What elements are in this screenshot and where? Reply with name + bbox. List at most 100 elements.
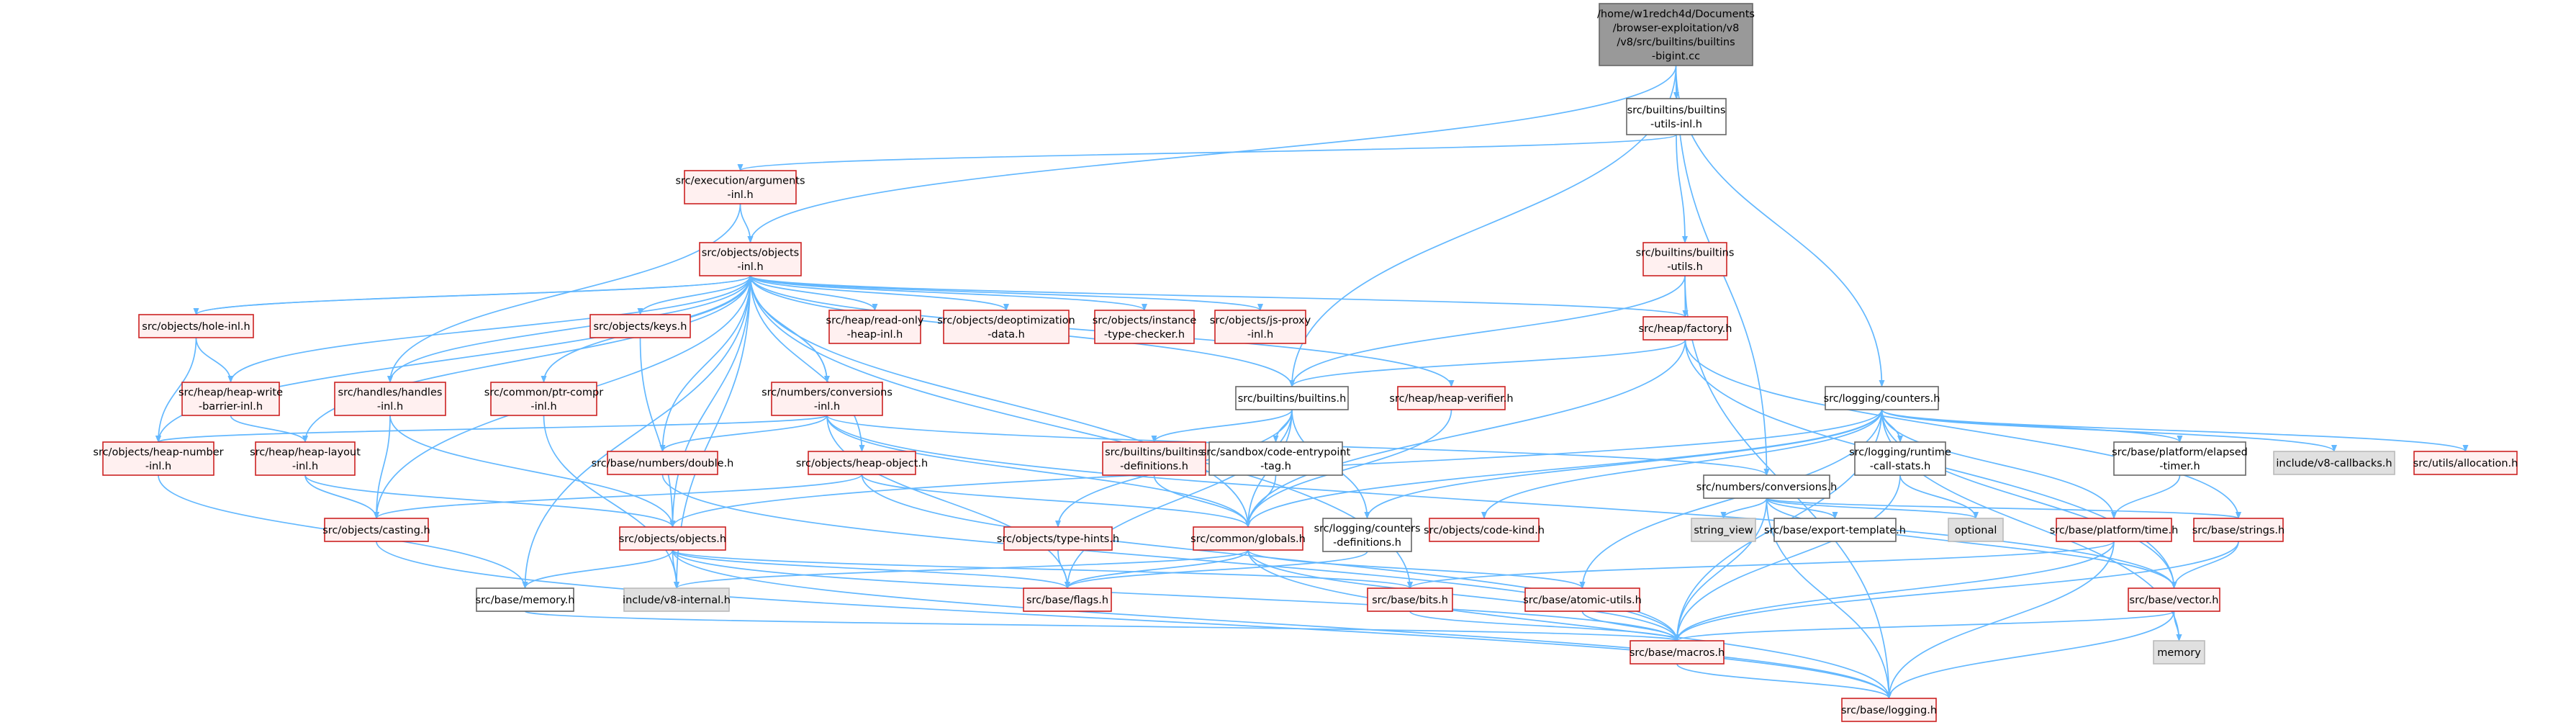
edge-vector-to-logging <box>1886 611 2175 699</box>
node-keys[interactable]: src/objects/keys.h <box>589 314 691 338</box>
node-hwb[interactable]: src/heap/heap-write-barrier-inl.h <box>178 382 283 416</box>
node-label-line: -timer.h <box>2159 461 2200 472</box>
node-heaplayout[interactable]: src/heap/heap-layout-inl.h <box>250 441 361 476</box>
node-heapnum[interactable]: src/objects/heap-number-inl.h <box>93 441 224 476</box>
node-numconv-inl[interactable]: src/numbers/conversions-inl.h <box>761 382 892 416</box>
node-heapobj[interactable]: src/objects/heap-object.h <box>796 451 928 475</box>
node-ptime[interactable]: src/base/platform/time.h <box>2050 518 2179 542</box>
edge-factory-to-strings <box>1684 339 2241 519</box>
node-bu-utils[interactable]: src/builtins/builtins-utils.h <box>1636 242 1735 276</box>
edge-obj-inl-to-readonly <box>749 275 878 311</box>
node-heapverif[interactable]: src/heap/heap-verifier.h <box>1389 386 1514 410</box>
node-deopt[interactable]: src/objects/deoptimization-data.h <box>937 310 1075 344</box>
node-label-line: src/sandbox/code-entrypoint <box>1201 446 1351 458</box>
edge-ptime-to-logging <box>1886 541 2115 699</box>
node-codekind[interactable]: src/objects/code-kind.h <box>1424 518 1545 542</box>
node-box <box>2056 518 2172 542</box>
edge-root-to-builtins-h <box>1289 65 1677 387</box>
node-label-line: -inl.h <box>377 401 403 413</box>
node-typehints[interactable]: src/objects/type-hints.h <box>997 526 1119 551</box>
node-box <box>324 518 429 542</box>
node-jsproxy[interactable]: src/objects/js-proxy-inl.h <box>1210 310 1311 344</box>
node-label-line: src/objects/objects.h <box>619 533 726 545</box>
edge-atomic-to-macros <box>1581 611 1680 641</box>
node-exptmpl[interactable]: src/base/export-template.h <box>1764 518 1906 542</box>
node-label-line: -inl.h <box>814 401 840 413</box>
edge-numconv-inl-to-vector <box>826 415 2177 589</box>
edge-obj-inl-to-objects-h <box>669 275 751 528</box>
node-root[interactable]: /home/w1redch4d/Documents/browser-exploi… <box>1597 3 1755 66</box>
node-hole[interactable]: src/objects/hole-inl.h <box>138 314 254 338</box>
edge-conv-h-to-exptmpl <box>1766 497 1838 519</box>
edge-cdefs-to-flags <box>1065 551 1368 589</box>
node-itc[interactable]: src/objects/instance-type-checker.h <box>1093 310 1197 344</box>
edge-bdefs-to-globals <box>1153 474 1251 528</box>
node-box <box>1642 316 1728 341</box>
node-label-line: src/common/ptr-compr <box>484 387 603 398</box>
node-bui-inl[interactable]: src/builtins/builtins-utils-inl.h <box>1626 98 1727 135</box>
node-builtins-h[interactable]: src/builtins/builtins.h <box>1235 386 1349 410</box>
edge-builtins-h-to-bdefs <box>1151 409 1293 443</box>
node-rcs[interactable]: src/logging/runtime-call-stats.h <box>1849 441 1951 476</box>
node-sandbox[interactable]: src/sandbox/code-entrypoint-tag.h <box>1201 441 1351 476</box>
node-box <box>607 451 718 475</box>
edge-obj-inl-to-keys <box>637 275 751 315</box>
node-box <box>1524 587 1640 612</box>
node-box <box>1429 518 1540 542</box>
node-box <box>828 310 921 344</box>
edge-numconv-inl-to-flags <box>826 415 1070 589</box>
node-box <box>1367 587 1453 612</box>
node-elapsed[interactable]: src/base/platform/elapsed-timer.h <box>2112 441 2248 476</box>
node-bits[interactable]: src/base/bits.h <box>1367 587 1453 612</box>
node-logging[interactable]: src/base/logging.h <box>1841 698 1937 722</box>
node-memory-ext[interactable]: memory <box>2153 640 2205 665</box>
node-globals[interactable]: src/common/globals.h <box>1190 526 1306 551</box>
node-string-view[interactable]: string_view <box>1691 518 1756 542</box>
node-macros[interactable]: src/base/macros.h <box>1630 640 1725 665</box>
edge-macros-to-logging <box>1676 663 1892 699</box>
node-flags[interactable]: src/base/flags.h <box>1023 587 1112 612</box>
node-ptrcompr[interactable]: src/common/ptr-compr-inl.h <box>484 382 603 416</box>
node-handles[interactable]: src/handles/handles-inl.h <box>334 382 446 416</box>
node-box <box>623 587 730 612</box>
node-obj-inl[interactable]: src/objects/objects -inl.h <box>699 242 802 276</box>
node-conv-h[interactable]: src/numbers/conversions.h <box>1696 474 1838 499</box>
node-v8cb[interactable]: include/v8-callbacks.h <box>2273 451 2395 475</box>
node-box <box>619 526 726 551</box>
node-label-line: src/utils/allocation.h <box>2413 458 2518 469</box>
edge-heaplayout-to-objects-h <box>304 474 676 528</box>
node-v8int[interactable]: include/v8-internal.h <box>623 587 731 612</box>
node-strings[interactable]: src/base/strings.h <box>2192 518 2284 542</box>
edge-obj-inl-to-heapnum <box>155 275 751 443</box>
node-optional[interactable]: optional <box>1948 518 2004 542</box>
node-objects-h[interactable]: src/objects/objects.h <box>619 526 726 551</box>
node-readonly[interactable]: src/heap/read-only-heap-inl.h <box>826 310 924 344</box>
node-casting[interactable]: src/objects/casting.h <box>322 518 430 542</box>
node-box <box>102 441 214 476</box>
node-box <box>1214 310 1306 344</box>
node-label-line: src/objects/js-proxy <box>1210 315 1311 326</box>
edge-rcs-to-optional <box>1899 474 1979 519</box>
node-box <box>181 382 280 416</box>
node-factory[interactable]: src/heap/factory.h <box>1639 316 1732 341</box>
node-label-line: -inl.h <box>737 261 763 273</box>
node-double[interactable]: src/base/numbers/double.h <box>592 451 734 475</box>
node-counters[interactable]: src/logging/counters.h <box>1824 386 1940 410</box>
edge-counters-to-alloc <box>1881 409 2469 452</box>
edge-factory-to-globals <box>1245 339 1686 528</box>
node-atomic[interactable]: src/base/atomic-utils.h <box>1523 587 1642 612</box>
node-vector[interactable]: src/base/vector.h <box>2128 587 2220 612</box>
edge-ptime-to-macros <box>1674 541 2115 641</box>
edge-heapobj-to-casting <box>374 474 863 519</box>
node-bdefs[interactable]: src/builtins/builtins-definitions.h <box>1102 441 1206 476</box>
node-box <box>2128 587 2220 612</box>
node-box <box>1825 386 1939 410</box>
edge-counters-to-codekind <box>1481 409 1883 519</box>
node-label-line: src/base/macros.h <box>1630 647 1725 659</box>
node-exec-args[interactable]: src/execution/arguments-inl.h <box>675 170 805 204</box>
node-label-line: src/objects/objects <box>702 247 799 258</box>
node-cdefs[interactable]: src/logging/counters-definitions.h <box>1314 518 1421 552</box>
node-alloc[interactable]: src/utils/allocation.h <box>2413 451 2518 475</box>
node-label-line: src/objects/heap-number <box>93 446 223 458</box>
node-memory-h[interactable]: src/base/memory.h <box>476 587 575 612</box>
